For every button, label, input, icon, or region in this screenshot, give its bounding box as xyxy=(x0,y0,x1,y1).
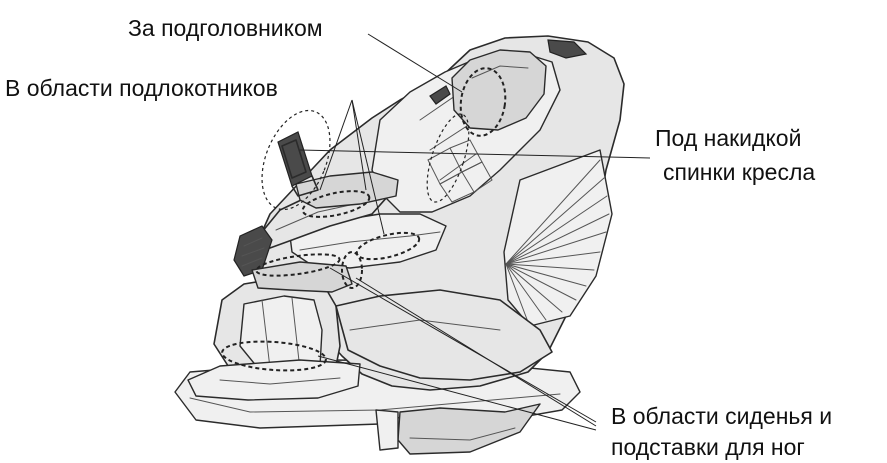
label-seat-line1: В области сиденья и xyxy=(611,402,832,430)
label-armrests: В области подлокотников xyxy=(5,74,278,102)
label-seat-line2: подставки для ног xyxy=(611,433,805,461)
label-back-cover-line1: Под накидкой xyxy=(655,124,801,152)
label-back-cover-line2: спинки кресла xyxy=(663,158,815,186)
leader-headrest xyxy=(368,34,462,92)
label-headrest: За подголовником xyxy=(128,14,323,42)
